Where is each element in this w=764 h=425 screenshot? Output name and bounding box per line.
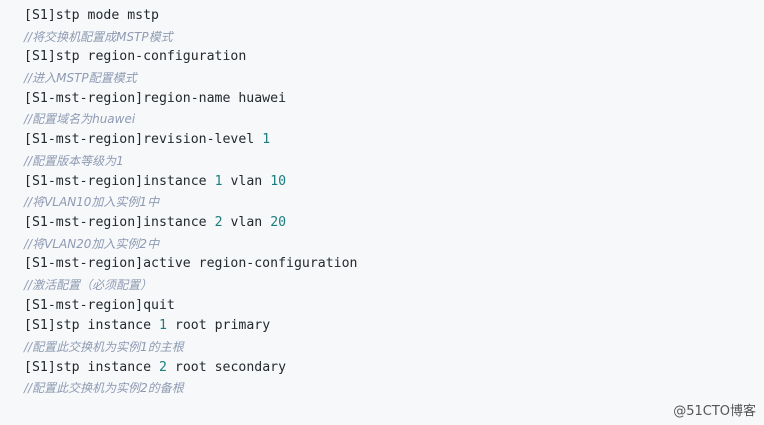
code-comment: //配置版本等级为1 [24,153,124,168]
code-line: [S1]stp instance 2 root secondary [24,359,287,375]
code-number: 10 [270,173,287,189]
code-comment: //将交换机配置成MSTP模式 [24,29,173,44]
code-comment: //激活配置（必须配置） [24,277,153,292]
code-line: [S1-mst-region]instance 1 vlan 10 [24,173,287,189]
code-line: [S1]stp region-configuration [24,49,247,65]
code-number: 1 [214,173,223,189]
code-number: 1 [159,318,167,334]
code-line: [S1]stp instance 1 root primary [24,318,271,334]
code-number: 20 [270,214,287,230]
code-line: [S1-mst-region]quit [24,297,175,313]
code-line: [S1-mst-region]instance 2 vlan 20 [24,214,287,230]
code-line: [S1]stp mode mstp [24,8,159,23]
code-line: [S1-mst-region]revision-level 1 [24,132,271,148]
code-comment: //将VLAN20加入实例2中 [24,236,160,251]
code-comment: //将VLAN10加入实例1中 [24,195,160,210]
code-line: [S1-mst-region]active region-configurati… [24,256,358,272]
code-comment: //配置域名为huawei [24,112,136,127]
code-comment: //进入MSTP配置模式 [24,71,137,86]
code-comment: //配置此交换机为实例1的主根 [24,340,184,354]
code-number: 2 [214,214,223,230]
code-number: 2 [159,359,167,375]
code-comment: //配置此交换机为实例2的备根 [24,381,184,396]
code-line: [S1-mst-region]region-name huawei [24,90,287,106]
watermark-text: @51CTO博客 [673,404,756,419]
code-number: 1 [262,132,271,148]
